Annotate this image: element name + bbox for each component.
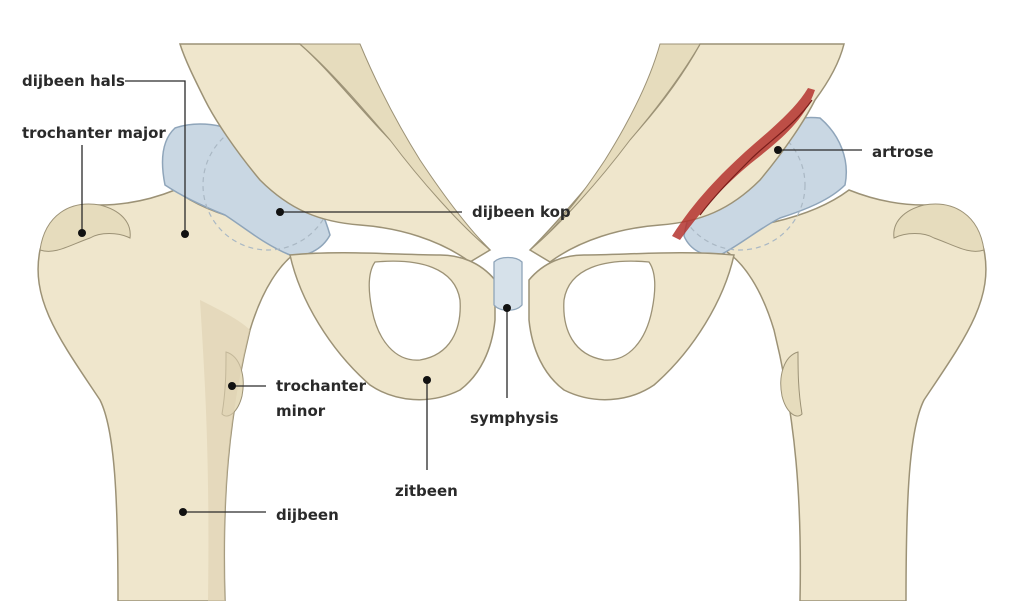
left-femur — [37, 189, 302, 601]
arthritis-band — [672, 88, 815, 240]
marker-dijbeen — [179, 508, 187, 516]
left-greater-trochanter — [39, 203, 131, 252]
right-femur — [722, 189, 987, 601]
marker-artrose — [774, 146, 782, 154]
label-text-trochanter-major: trochanter major — [22, 124, 166, 142]
right-greater-trochanter — [893, 203, 985, 252]
label-text-zitbeen: zitbeen — [395, 482, 458, 500]
label-artrose: artrose — [774, 143, 934, 161]
label-text-artrose: artrose — [872, 143, 934, 161]
left-femur-shaft — [37, 189, 302, 601]
right-obturator-foramen — [563, 260, 656, 361]
left-femur-shaft-shadow — [200, 300, 250, 601]
marker-dijbeen-kop — [276, 208, 284, 216]
label-dijbeen-hals: dijbeen hals — [22, 72, 189, 238]
arthritis-damage — [672, 88, 815, 240]
label-text-trochanter-minor-1: trochanter — [276, 377, 367, 395]
right-femur-shaft — [722, 189, 987, 601]
label-dijbeen: dijbeen — [179, 506, 339, 524]
marker-trochanter-major — [78, 229, 86, 237]
label-text-trochanter-minor-2: minor — [276, 402, 326, 420]
label-trochanter-minor: trochanter minor — [228, 377, 367, 420]
pelvis — [178, 43, 845, 401]
pubic-symphysis — [493, 256, 523, 311]
marker-trochanter-minor — [228, 382, 236, 390]
marker-symphysis — [503, 304, 511, 312]
label-zitbeen: zitbeen — [395, 376, 458, 500]
right-acetabulum-outline — [674, 119, 806, 251]
left-obturator-foramen — [368, 260, 461, 361]
label-text-dijbeen-hals: dijbeen hals — [22, 72, 125, 90]
label-dijbeen-kop: dijbeen kop — [276, 203, 571, 221]
label-trochanter-major: trochanter major — [22, 124, 166, 237]
label-text-symphysis: symphysis — [470, 409, 559, 427]
label-text-dijbeen: dijbeen — [276, 506, 339, 524]
marker-zitbeen — [423, 376, 431, 384]
right-ilium-inner — [529, 43, 701, 251]
label-text-dijbeen-kop: dijbeen kop — [472, 203, 571, 221]
right-lesser-trochanter — [780, 351, 803, 417]
label-symphysis: symphysis — [470, 304, 559, 427]
left-ilium-inner — [298, 43, 491, 251]
arthritis-crack — [699, 99, 813, 216]
leader-dijbeen-hals — [125, 80, 186, 234]
marker-dijbeen-hals — [181, 230, 189, 238]
